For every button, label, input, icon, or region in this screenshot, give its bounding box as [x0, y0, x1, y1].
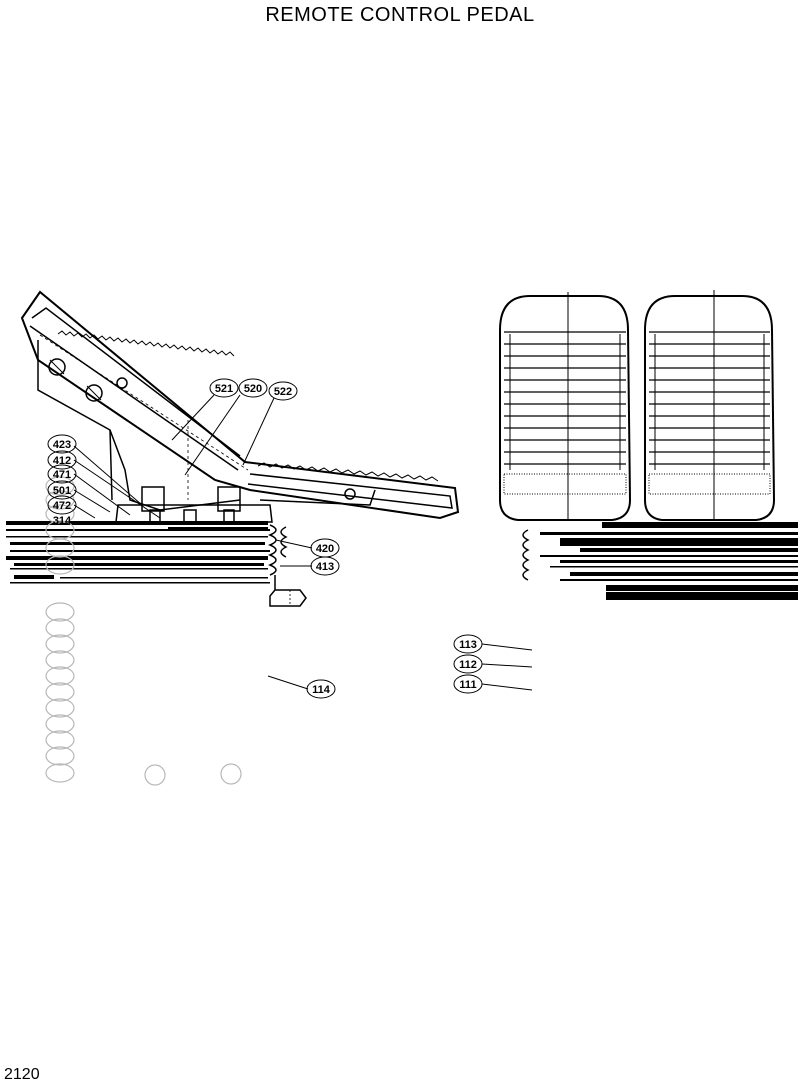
callout-471-oval	[47, 464, 77, 484]
boot-right	[522, 529, 530, 581]
callout-472: 472	[53, 500, 71, 512]
callout-413-oval	[310, 556, 340, 576]
callouts: 521 520 522 423 412 471 501 472 314 420 …	[47, 378, 533, 699]
callout-114-oval	[306, 679, 336, 699]
callout-114: 114	[312, 684, 331, 696]
base-plate-left	[6, 521, 270, 584]
callout-520-oval	[238, 378, 268, 398]
callout-472-oval	[47, 495, 77, 515]
callout-521: 521	[215, 383, 233, 395]
callout-113-oval	[453, 634, 483, 654]
callout-501-oval	[47, 480, 77, 500]
page-number: 2120	[4, 1066, 40, 1083]
callout-111-oval	[453, 674, 483, 694]
pedal-side-view	[20, 290, 460, 523]
callout-522-oval	[268, 381, 298, 401]
callout-471: 471	[53, 469, 71, 481]
callout-412-oval	[47, 450, 77, 470]
callout-420: 420	[316, 543, 334, 555]
callout-112-oval	[453, 654, 483, 674]
callout-423: 423	[53, 439, 71, 451]
pedal-front-view-left	[499, 292, 632, 521]
callout-423-oval	[47, 434, 77, 454]
callout-412: 412	[53, 455, 71, 467]
callout-112: 112	[459, 659, 477, 671]
callout-413: 413	[316, 561, 334, 573]
callout-113: 113	[459, 639, 477, 651]
callout-501: 501	[53, 485, 71, 497]
callout-520: 520	[244, 383, 262, 395]
pedal-front-view-right	[644, 290, 776, 521]
boot-and-rod-left	[268, 524, 307, 607]
base-plate-right	[540, 522, 798, 600]
callout-521-oval	[209, 378, 239, 398]
washer-stack	[45, 476, 242, 786]
callout-111: 111	[459, 679, 476, 691]
diagram-title: REMOTE CONTROL PEDAL	[265, 4, 535, 26]
callout-522: 522	[274, 386, 292, 398]
callout-314: 314	[53, 515, 72, 527]
